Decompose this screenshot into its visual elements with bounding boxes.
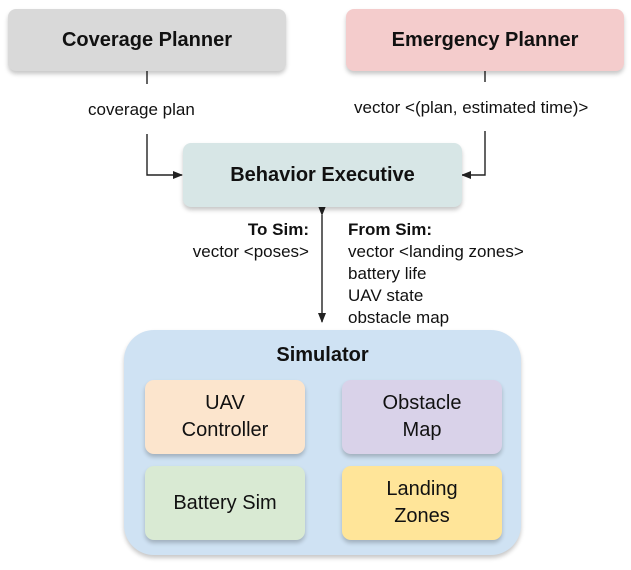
coverage-planner-label: Coverage Planner <box>61 28 233 51</box>
behavior-executive-node: Behavior Executive <box>183 143 462 207</box>
from-sim-item: battery life <box>348 264 427 283</box>
from-sim-heading: From Sim: <box>348 220 433 239</box>
behavior-executive-label: Behavior Executive <box>230 163 415 186</box>
battery-sim-label: Battery Sim <box>173 491 277 514</box>
to-sim-item: vector <poses> <box>192 242 309 261</box>
obstacle-map-label-line1: Obstacle <box>382 392 462 414</box>
uav-controller-node: UAV Controller <box>145 380 305 454</box>
obstacle-map-node: Obstacle Map <box>342 380 502 454</box>
coverage-plan-label: coverage plan <box>88 100 195 119</box>
from-sim-item: vector <landing zones> <box>348 242 524 261</box>
emergency-to-executive-arrow <box>461 131 486 179</box>
simulator-label: Simulator <box>276 344 369 366</box>
coverage-to-executive-arrow <box>146 134 183 179</box>
emergency-planner-node: Emergency Planner <box>346 9 624 71</box>
to-sim-block: To Sim: vector <poses> <box>193 219 309 263</box>
uav-controller-label-line2: Controller <box>181 419 269 441</box>
uav-controller-label-line1: UAV <box>205 392 245 414</box>
emergency-planner-label: Emergency Planner <box>391 28 579 51</box>
landing-zones-label-line2: Zones <box>394 505 450 527</box>
emergency-output-label: vector <(plan, estimated time)> <box>354 98 589 117</box>
landing-zones-node: Landing Zones <box>342 466 502 540</box>
obstacle-map-label-line2: Map <box>402 419 442 441</box>
from-sim-item: UAV state <box>348 286 424 305</box>
battery-sim-node: Battery Sim <box>145 466 305 540</box>
from-sim-block: From Sim: vector <landing zones> battery… <box>348 219 524 329</box>
from-sim-item: obstacle map <box>348 308 450 327</box>
coverage-planner-node: Coverage Planner <box>8 9 286 71</box>
to-sim-heading: To Sim: <box>247 220 309 239</box>
landing-zones-label-line1: Landing <box>386 478 458 500</box>
